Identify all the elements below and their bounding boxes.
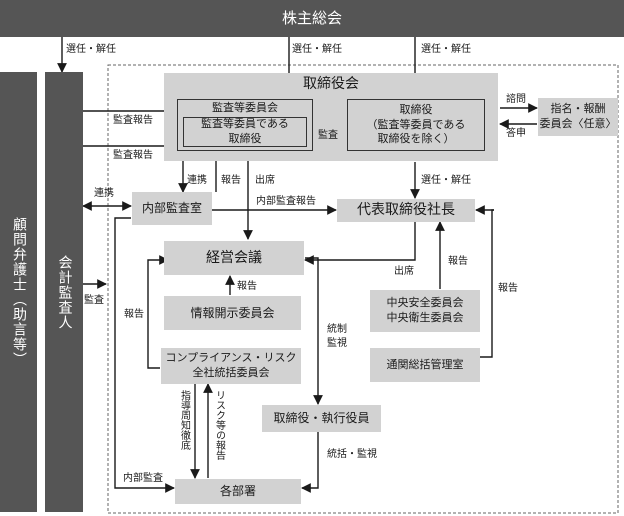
shareholders-meeting-box: 株主総会 [0, 0, 624, 37]
safety-committee-box: 中央安全委員会 中央衛生委員会 [370, 290, 480, 332]
safety-committee-label: 中央安全委員会 中央衛生委員会 [386, 296, 464, 324]
label-internal-audit-dept: 内部監査 [123, 473, 163, 484]
label-control-monitor: 統制 監視 [327, 324, 347, 349]
label-elect-directors: 選任・解任 [421, 44, 471, 55]
internal-audit-box: 内部監査室 [132, 192, 212, 225]
label-supervise: 統括・監視 [327, 449, 377, 460]
disclosure-committee-box: 情報開示委員会 [164, 296, 301, 330]
label-report-committee: 報告 [221, 175, 241, 186]
nomination-committee-label: 指名・報酬 委員会〈任意〉 [539, 102, 617, 130]
management-meeting-box: 経営会議 [164, 241, 304, 275]
audit-member-director-box: 監査等委員である 取締役 [183, 117, 307, 147]
label-audit-report-1: 監査報告 [113, 115, 153, 126]
label-report-customs: 報告 [498, 283, 518, 294]
departments-box: 各部署 [175, 479, 301, 504]
label-internal-audit-report: 内部監査報告 [256, 196, 316, 207]
legal-advisor-label: 顧問弁護士（助言等） [10, 217, 27, 367]
label-report-disclosure: 報告 [237, 281, 257, 292]
label-elect-president: 選任・解任 [421, 175, 471, 186]
board-label: 取締役会 [303, 76, 359, 92]
audit-member-director-label: 監査等委員である 取締役 [201, 117, 289, 145]
company-boundary [107, 64, 619, 514]
compliance-committee-box: コンプライアンス・リスク 全社統括委員会 [161, 348, 301, 384]
customs-office-label: 通関総括管理室 [386, 357, 464, 371]
directors-label: 取締役 （監査等委員である 取締役を除く） [366, 102, 466, 146]
president-label: 代表取締役社長 [357, 202, 455, 219]
label-cooperate-auditor: 連携 [94, 188, 114, 199]
label-instruct: 指導周知徹底 [178, 390, 190, 450]
label-risk-report: リスク等の報告 [213, 390, 225, 460]
label-cooperate-committee: 連携 [187, 175, 207, 186]
audit-committee-label: 監査等委員会 [212, 101, 278, 114]
label-audit-left: 監査 [84, 295, 104, 306]
management-meeting-label: 経営会議 [206, 249, 262, 266]
accounting-auditor-box: 会計監査人 [45, 72, 83, 512]
label-elect-audit-member: 選任・解任 [292, 44, 342, 55]
accounting-auditor-label: 会計監査人 [56, 254, 73, 330]
label-consult: 諮問 [506, 94, 526, 105]
label-report-safety: 報告 [448, 256, 468, 267]
label-audit-report-2: 監査報告 [113, 150, 153, 161]
shareholders-meeting-label: 株主総会 [281, 9, 342, 28]
president-box: 代表取締役社長 [337, 199, 475, 222]
executives-box: 取締役・執行役員 [262, 405, 381, 432]
departments-label: 各部署 [219, 484, 256, 499]
label-elect-auditor: 選任・解任 [66, 44, 116, 55]
customs-office-box: 通関総括管理室 [370, 348, 480, 382]
compliance-committee-label: コンプライアンス・リスク 全社統括委員会 [165, 351, 297, 379]
disclosure-committee-label: 情報開示委員会 [190, 305, 275, 320]
nomination-committee-box: 指名・報酬 委員会〈任意〉 [538, 98, 618, 136]
directors-box: 取締役 （監査等委員である 取締役を除く） [347, 99, 485, 151]
legal-advisor-box: 顧問弁護士（助言等） [0, 72, 37, 512]
label-report-compliance: 報告 [124, 309, 144, 320]
label-reply: 答申 [506, 128, 526, 139]
internal-audit-label: 内部監査室 [141, 201, 202, 216]
label-attend-meeting: 出席 [255, 175, 275, 186]
label-attend-president: 出席 [394, 266, 414, 277]
label-audit: 監査 [318, 130, 338, 141]
executives-label: 取締役・執行役員 [273, 411, 370, 426]
